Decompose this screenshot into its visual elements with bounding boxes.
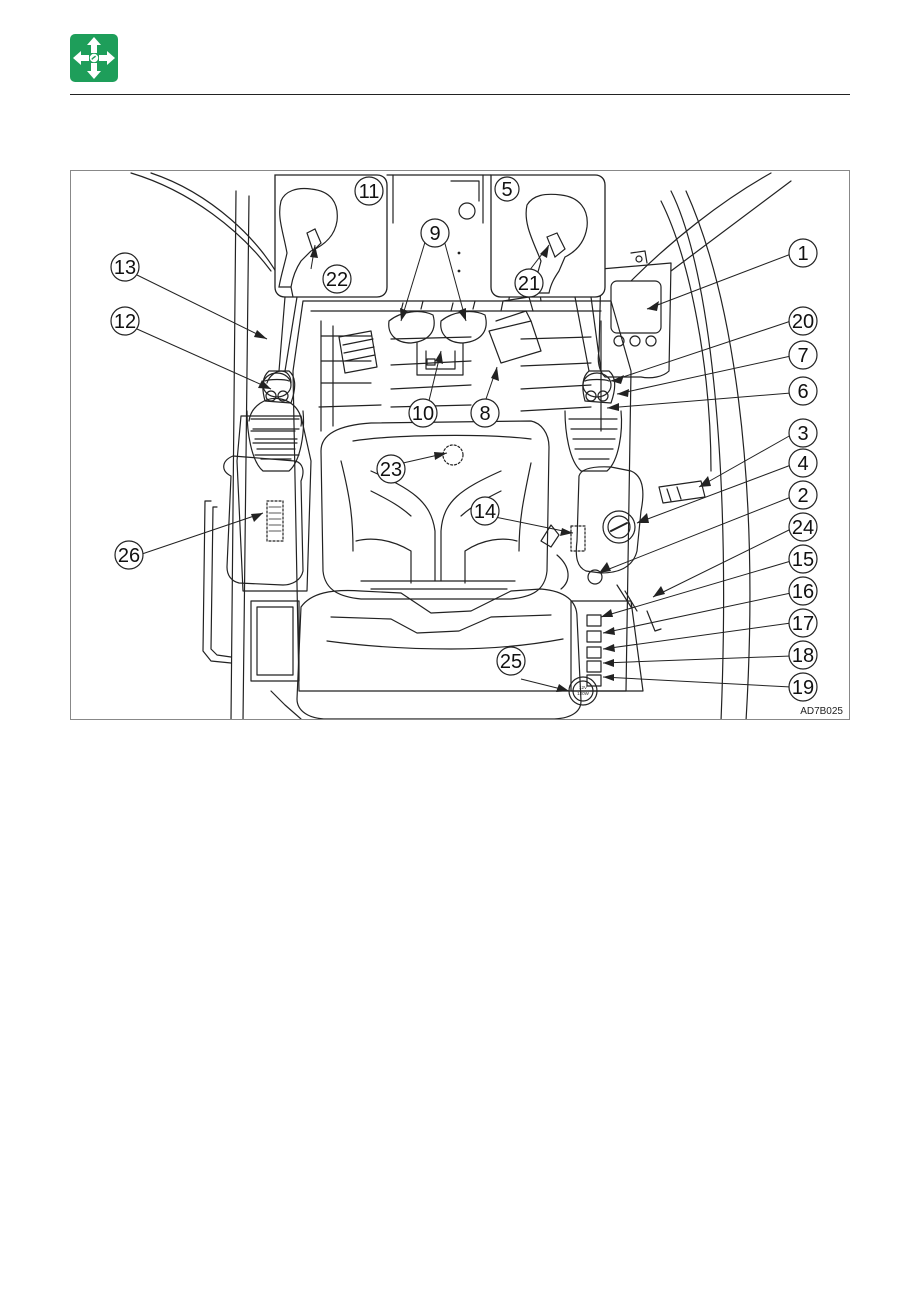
callout-12: 12 <box>110 306 140 336</box>
callout-17: 17 <box>788 608 818 638</box>
callout-24: 24 <box>788 512 818 542</box>
svg-text:9: 9 <box>429 223 440 245</box>
svg-text:23: 23 <box>380 459 402 481</box>
callout-4: 4 <box>788 448 818 478</box>
svg-text:19: 19 <box>792 677 814 699</box>
svg-text:8: 8 <box>479 403 490 425</box>
svg-text:4: 4 <box>797 453 808 475</box>
move-arrows-icon <box>70 34 118 82</box>
svg-text:3: 3 <box>797 423 808 445</box>
callout-25: 25 <box>496 646 526 676</box>
callout-15: 15 <box>788 544 818 574</box>
svg-text:13: 13 <box>114 257 136 279</box>
svg-text:10: 10 <box>412 403 434 425</box>
socket-label-wattage: 120W <box>577 691 590 696</box>
svg-text:24: 24 <box>792 517 814 539</box>
svg-text:20: 20 <box>792 311 814 333</box>
leader-lines <box>136 228 792 692</box>
header-divider <box>70 94 850 95</box>
callout-26: 26 <box>114 540 144 570</box>
figure-code: AD7B025 <box>800 706 843 717</box>
callout-20: 20 <box>788 306 818 336</box>
callout-11: 11 <box>354 176 384 206</box>
callout-14: 14 <box>470 496 500 526</box>
callout-1: 1 <box>788 238 818 268</box>
callout-21: 21 <box>514 268 544 298</box>
callout-2: 2 <box>788 480 818 510</box>
callout-6: 6 <box>788 376 818 406</box>
callout-19: 19 <box>788 672 818 702</box>
callout-22: 22 <box>322 264 352 294</box>
svg-text:12: 12 <box>114 311 136 333</box>
svg-text:15: 15 <box>792 549 814 571</box>
svg-text:18: 18 <box>792 645 814 667</box>
svg-text:11: 11 <box>359 181 380 203</box>
cab-illustration: 12V 120W <box>110 172 818 719</box>
callout-5: 5 <box>494 176 520 202</box>
svg-text:7: 7 <box>797 345 808 367</box>
svg-text:2: 2 <box>797 485 808 507</box>
svg-text:21: 21 <box>518 273 540 295</box>
callout-7: 7 <box>788 340 818 370</box>
callout-23: 23 <box>376 454 406 484</box>
svg-text:26: 26 <box>118 545 140 567</box>
callout-18: 18 <box>788 640 818 670</box>
callout-9: 9 <box>420 218 450 248</box>
svg-text:22: 22 <box>326 269 348 291</box>
callout-10: 10 <box>408 398 438 428</box>
callout-8: 8 <box>470 398 500 428</box>
operator-station-figure: 12V 120W <box>70 170 850 720</box>
svg-text:25: 25 <box>500 651 522 673</box>
callout-3: 3 <box>788 418 818 448</box>
svg-text:14: 14 <box>474 501 496 523</box>
socket-label-voltage: 12V <box>579 685 587 690</box>
svg-text:6: 6 <box>797 381 808 403</box>
svg-text:1: 1 <box>797 243 808 265</box>
svg-text:5: 5 <box>501 179 512 201</box>
callout-16: 16 <box>788 576 818 606</box>
svg-text:16: 16 <box>792 581 814 603</box>
callout-13: 13 <box>110 252 140 282</box>
svg-text:17: 17 <box>792 613 814 635</box>
